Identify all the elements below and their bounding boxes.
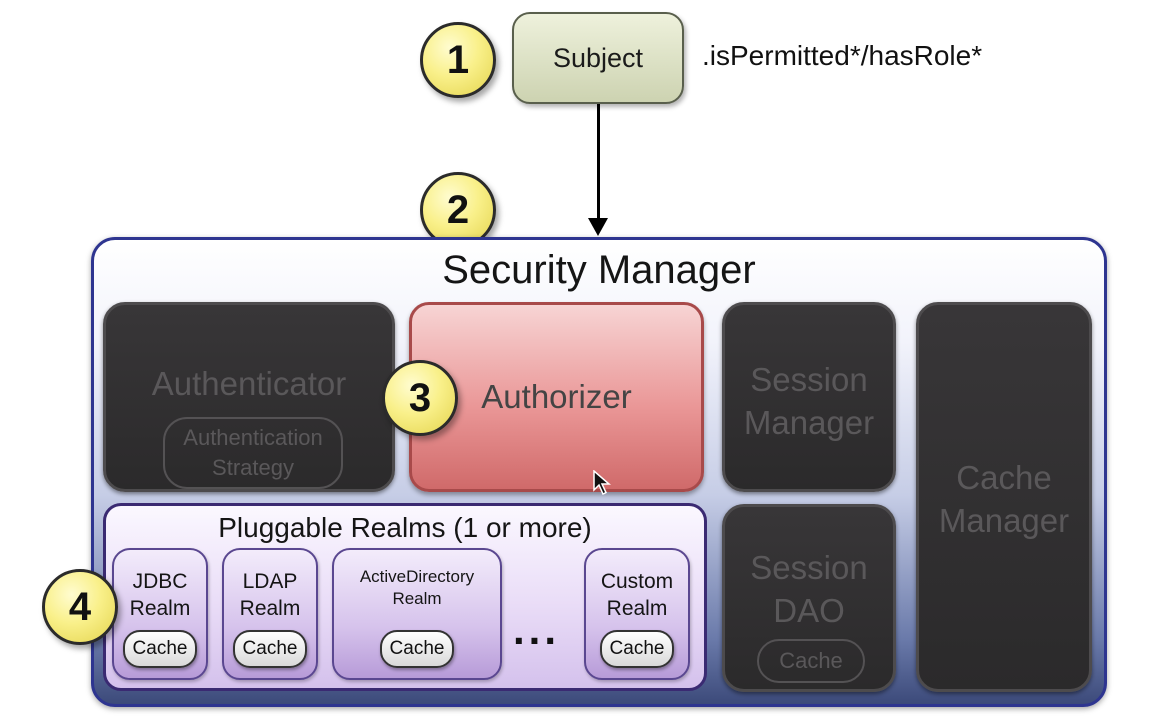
realm-cache-pill: Cache [123,630,197,668]
cache-label: Cache [609,638,665,659]
more-realms-ellipsis: ... [513,606,561,653]
session-dao-cache-label: Cache [779,648,843,674]
activedirectory-realm: ActiveDirectory Realm Cache [332,548,502,680]
realm-name: Custom Realm [586,550,688,623]
realm-name: LDAP Realm [224,550,316,623]
authenticator-label: Authenticator [151,365,347,402]
subject-label: Subject [552,42,644,73]
cache-label: Cache [242,638,298,659]
step-number: 4 [68,584,92,629]
subject-box: Subject [512,12,684,104]
realm-line-1: JDBC [132,570,188,593]
realm-cache-pill: Cache [380,630,454,668]
session-dao-line-1: Session [750,549,868,586]
pluggable-realms-title: Pluggable Realms (1 or more) [218,512,592,543]
ldap-realm: LDAP Realm Cache [222,548,318,680]
authenticator-box: Authenticator Authentication Strategy [103,302,395,492]
step-badge-3: 3 [382,360,458,436]
authentication-strategy-pill: Authentication Strategy [163,417,343,489]
step-badge-1: 1 [420,22,496,98]
realm-name: JDBC Realm [114,550,206,623]
arrow-head [588,218,608,236]
step-badge-4: 4 [42,569,118,645]
realm-cache-pill: Cache [233,630,307,668]
realm-line-2: Realm [129,597,191,621]
strategy-line-1: Authentication [183,425,323,451]
cache-manager-line-1: Cache [956,459,1052,496]
cache-label: Cache [389,638,445,659]
realm-line-1: Custom [600,570,674,593]
session-dao-box: Session DAO Cache [722,504,896,692]
realm-cache-pill: Cache [600,630,674,668]
realm-line-2: Realm [392,589,442,609]
authorizer-box: Authorizer [409,302,704,492]
jdbc-realm: JDBC Realm Cache [112,548,208,680]
step-number: 1 [446,37,470,82]
step-badge-2: 2 [420,172,496,248]
authorizer-label: Authorizer [481,378,632,415]
session-manager-line-2: Manager [743,403,875,441]
custom-realm: Custom Realm Cache [584,548,690,680]
step-number: 2 [446,187,470,232]
realm-line-2: Realm [606,597,668,621]
realm-line-2: Realm [239,597,301,621]
mouse-pointer-icon [593,470,611,496]
cache-manager-line-2: Manager [938,501,1070,539]
realm-name: ActiveDirectory Realm [334,550,500,610]
session-dao-line-2: DAO [773,591,845,629]
security-manager-title: Security Manager [442,248,756,292]
realm-line-1: LDAP [242,570,298,593]
realm-line-1: ActiveDirectory [359,567,475,586]
session-manager-line-1: Session [750,361,868,398]
cache-label: Cache [132,638,188,659]
strategy-line-2: Strategy [212,455,294,480]
session-dao-cache-pill: Cache [757,639,865,683]
cache-manager-box: Cache Manager [916,302,1092,692]
session-manager-box: Session Manager [722,302,896,492]
subject-methods-text: .isPermitted*/hasRole* [702,40,983,71]
arrow-line [597,104,600,224]
step-number: 3 [408,375,432,420]
